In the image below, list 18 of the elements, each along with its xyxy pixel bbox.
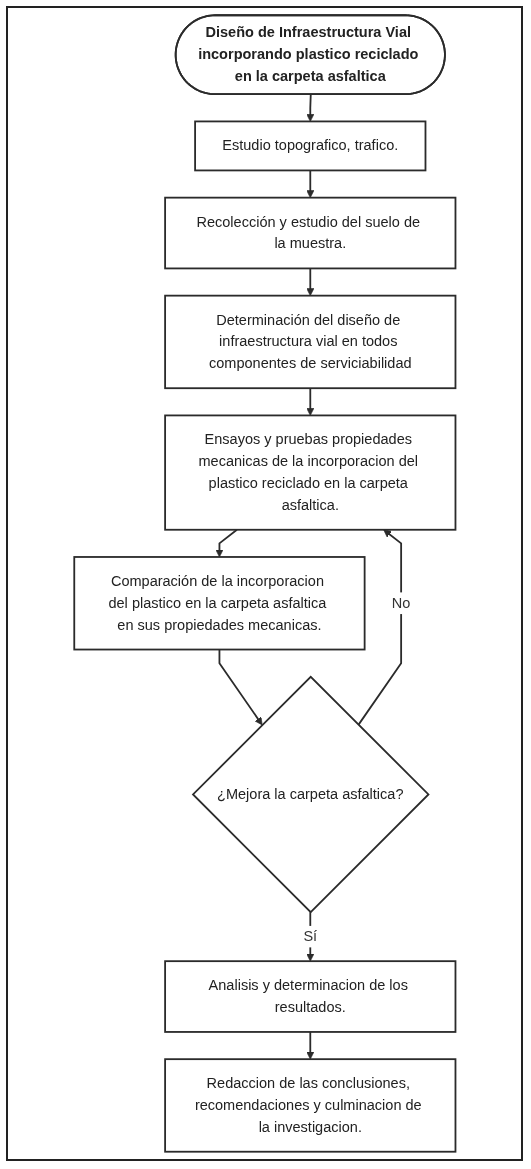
edge-label: Sí xyxy=(303,928,317,944)
arrow xyxy=(215,528,238,558)
node-box: Analisis y determinacion de los resultados. xyxy=(163,960,456,1033)
arrow xyxy=(357,529,402,726)
arrow xyxy=(305,387,314,416)
node-diamond: ¿Mejora la carpeta asfaltica? xyxy=(191,675,430,914)
arrow xyxy=(305,169,314,198)
node-box: Estudio topografico, trafico. xyxy=(193,120,426,172)
node-box: Recolección y estudio del suelo de la muestra. xyxy=(163,196,456,270)
node-box: Determinación del diseño de infraestructura vial en todos componentes de serviciabilidad xyxy=(163,294,456,390)
arrow xyxy=(305,1031,314,1060)
arrow xyxy=(305,267,314,296)
arrow xyxy=(218,648,263,726)
node-box: Redaccion de las conclusiones, recomendaciones y culminacion de la investigacion. xyxy=(163,1058,456,1153)
edge-label: No xyxy=(391,595,411,611)
node-box: Comparación de la incorporacion del plastico en la carpeta asfaltica en sus propiedades mecanicas. xyxy=(73,556,366,651)
node-box: Ensayos y pruebas propiedades mecanicas de la incorporacion del plastico reciclado en la carpeta asfaltica. xyxy=(163,414,456,531)
arrow xyxy=(305,93,314,122)
